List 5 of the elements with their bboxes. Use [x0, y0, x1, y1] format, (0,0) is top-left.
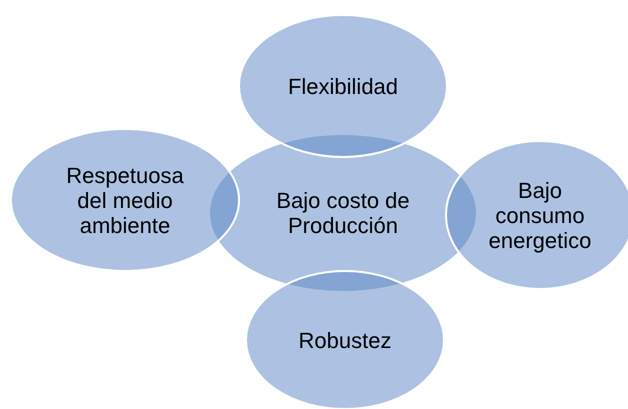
node-label: Flexibilidad: [288, 74, 398, 98]
node-label: Robustez: [298, 328, 392, 352]
node-label: Bajo consumo energetico: [488, 178, 592, 252]
node-label: Bajo costo de Producción: [275, 188, 411, 238]
node-label: Respetuosa del medio ambiente: [65, 162, 185, 238]
